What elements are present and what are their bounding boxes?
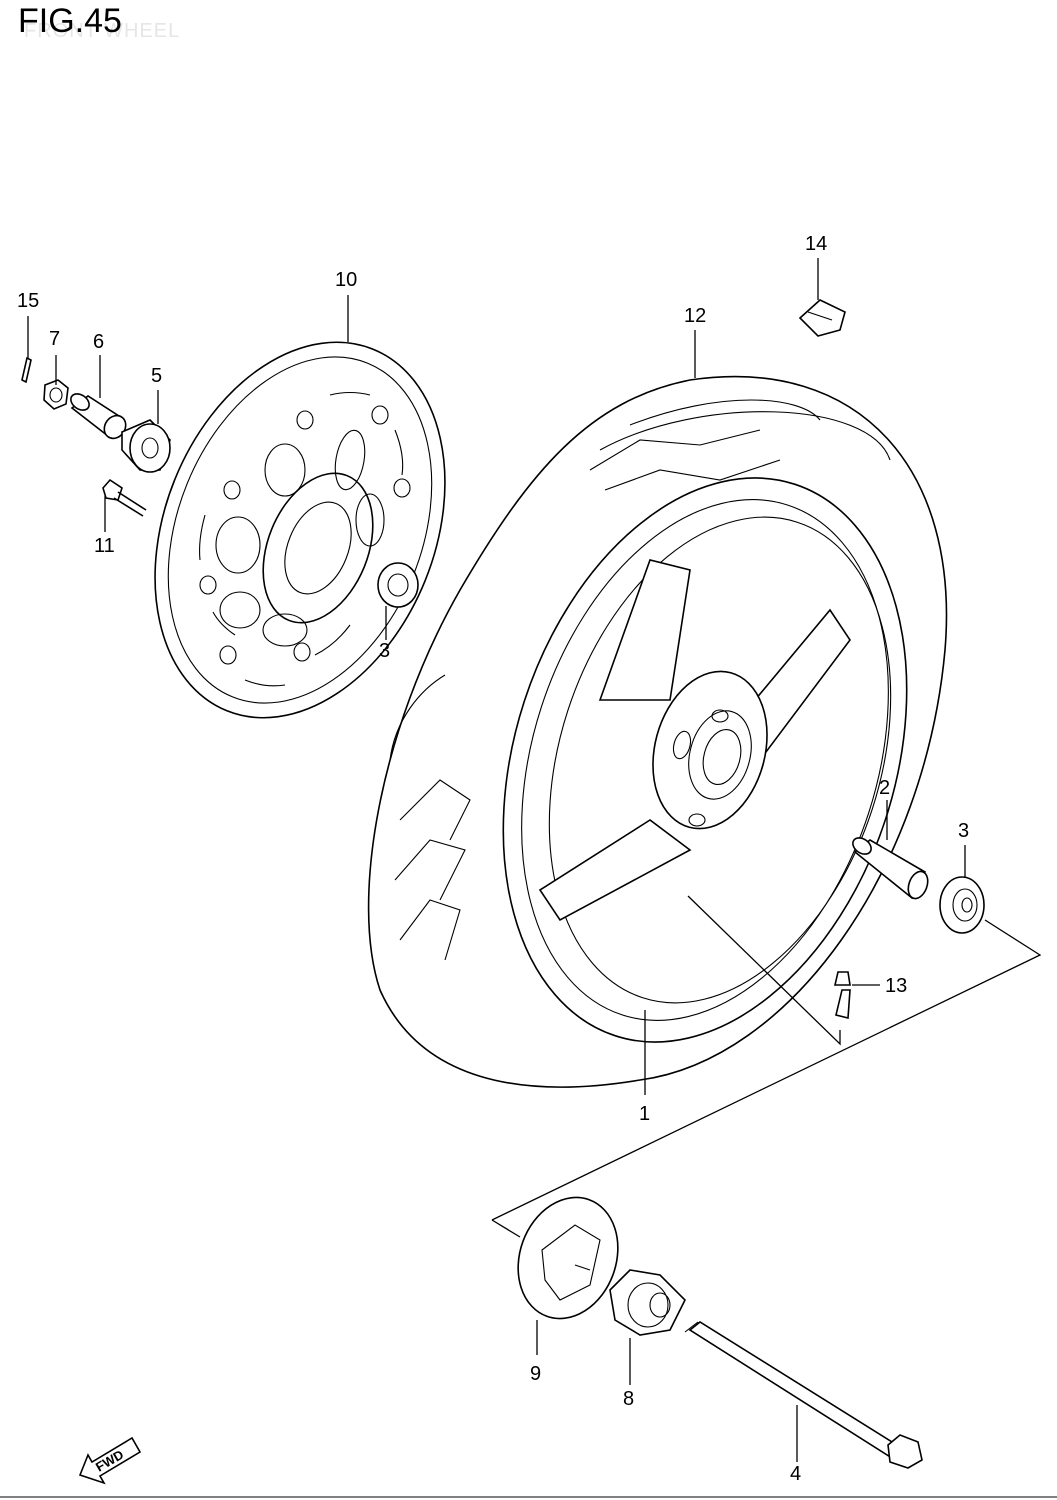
spacer-collar bbox=[70, 393, 127, 440]
callout-5: 5 bbox=[151, 365, 162, 387]
callout-9: 9 bbox=[530, 1363, 541, 1385]
callout-6: 6 bbox=[93, 331, 104, 353]
assembly-line-left bbox=[491, 1219, 521, 1238]
speedometer-gearbox bbox=[609, 1269, 686, 1336]
cotter-pin bbox=[21, 356, 32, 384]
forward-arrow-icon: FWD bbox=[78, 1436, 142, 1485]
callout-15: 15 bbox=[17, 290, 39, 312]
balance-weight bbox=[798, 299, 846, 337]
disc-bolt bbox=[377, 562, 419, 608]
speedometer-drive-plate bbox=[517, 1196, 619, 1320]
axle-nut bbox=[43, 379, 69, 410]
callout-8: 8 bbox=[623, 1388, 634, 1410]
right-spacer bbox=[852, 837, 929, 900]
figure-title: FIG.45 bbox=[18, 2, 122, 40]
wheel-bearing bbox=[939, 876, 985, 934]
callout-12: 12 bbox=[684, 305, 706, 327]
assembly-line-valve bbox=[687, 895, 841, 1046]
callout-1: 1 bbox=[639, 1103, 650, 1125]
callout-14: 14 bbox=[805, 233, 827, 255]
callout-11: 11 bbox=[94, 535, 115, 557]
figure-subtitle: FRONT WHEEL bbox=[24, 20, 181, 42]
disc-mount-bolt bbox=[102, 478, 147, 517]
callout-2: 2 bbox=[879, 777, 890, 799]
hub-spacer bbox=[121, 419, 171, 473]
callout-3-bearing: 3 bbox=[958, 820, 969, 842]
callout-10: 10 bbox=[335, 269, 357, 291]
callout-13: 13 bbox=[885, 975, 907, 997]
callout-7: 7 bbox=[49, 328, 60, 350]
brake-disc bbox=[154, 341, 446, 719]
assembly-line-right bbox=[491, 919, 1042, 1221]
callout-3-disc: 3 bbox=[379, 640, 390, 662]
callout-4: 4 bbox=[790, 1463, 801, 1485]
front-axle bbox=[684, 1321, 923, 1469]
wheel-rim bbox=[502, 477, 908, 1043]
tire-valve bbox=[833, 971, 851, 1020]
